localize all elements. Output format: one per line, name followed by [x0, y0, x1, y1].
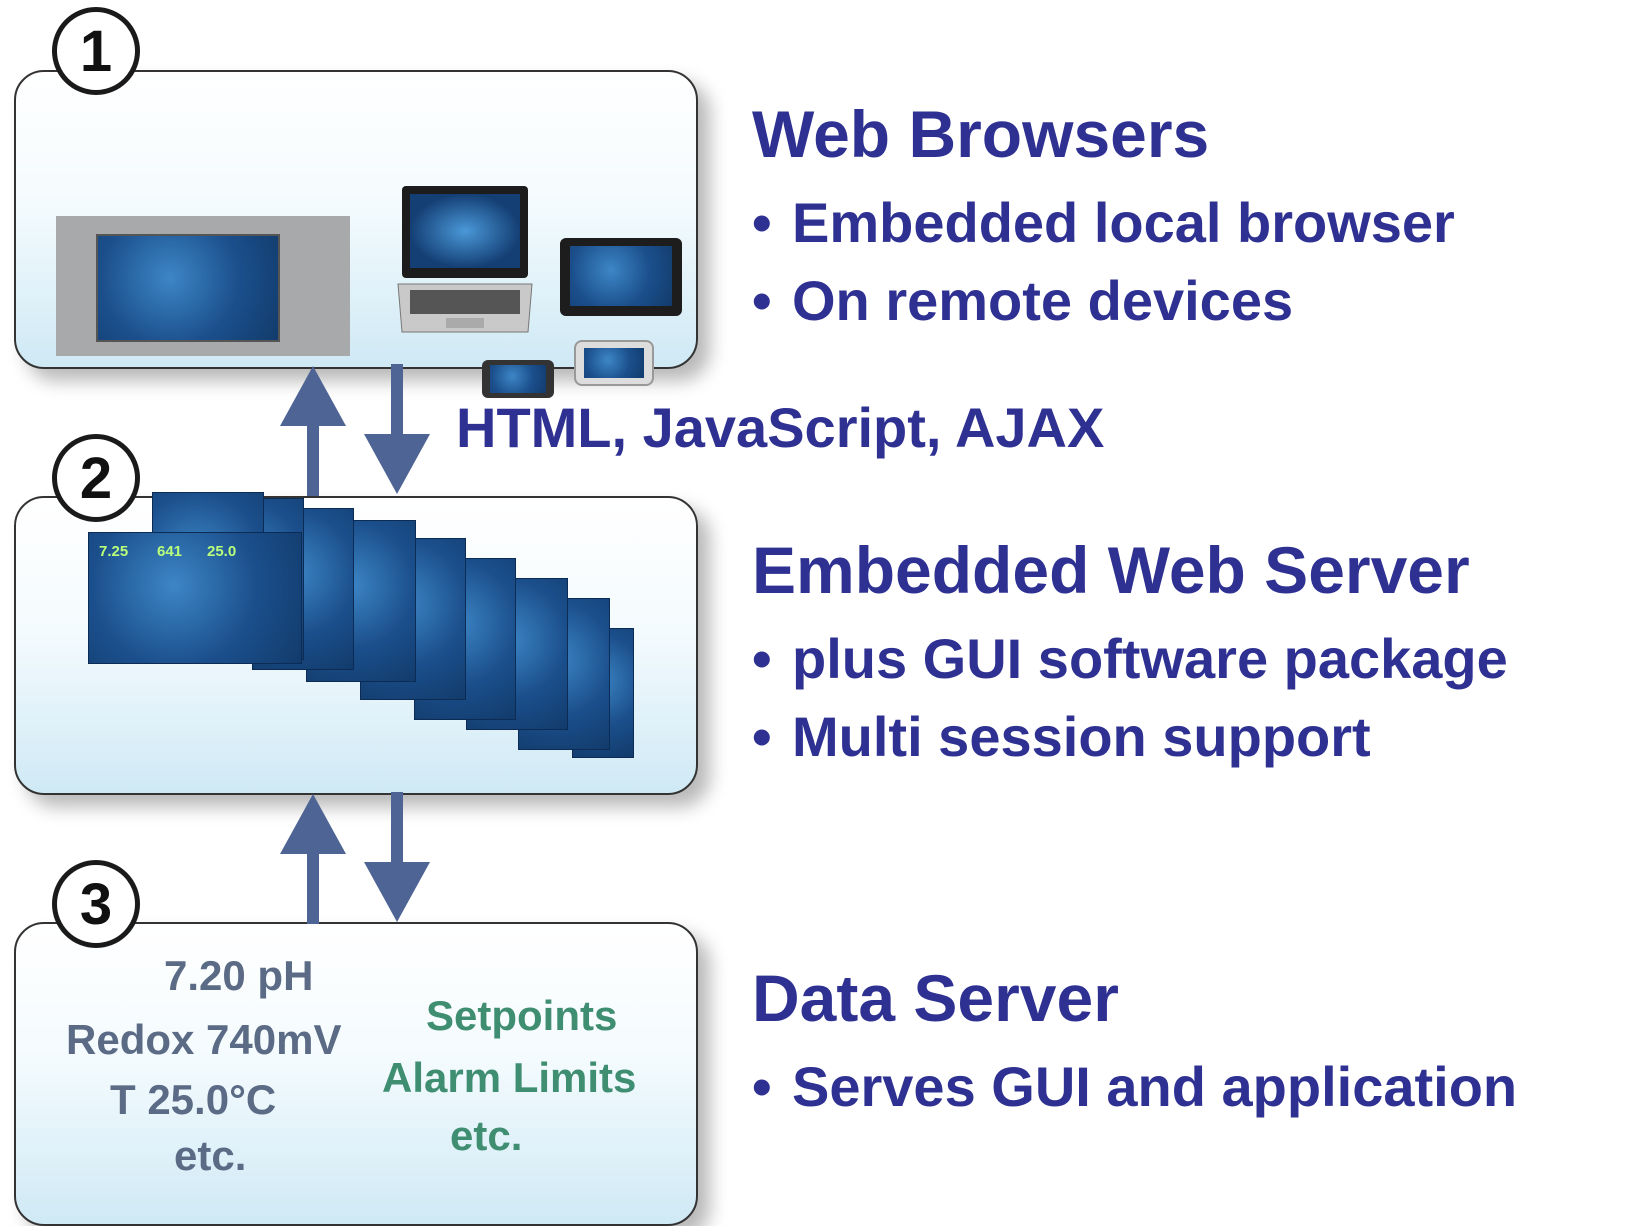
- redox-value: Redox 740mV: [66, 1016, 342, 1063]
- web-server-layer-box: 7.25 641 25.0: [14, 492, 698, 795]
- data-server-title: Data Server: [752, 961, 1119, 1035]
- down-arrow-icon: [364, 792, 430, 922]
- web-browsers-layer-box: [14, 70, 698, 398]
- temperature-reading: 25.0: [207, 543, 237, 560]
- smartphone-icon: [482, 360, 554, 398]
- web-server-bullet: •plus GUI software package: [752, 627, 1508, 690]
- redox-reading: 641: [157, 543, 183, 560]
- web-server-bullet: •Multi session support: [752, 705, 1371, 768]
- up-arrow-icon: [280, 794, 346, 924]
- step-1-marker: 1: [52, 7, 140, 95]
- step-2-marker: 2: [52, 434, 140, 522]
- up-arrow-icon: [280, 366, 346, 496]
- config-etc: etc.: [450, 1112, 523, 1159]
- web-browsers-title: Web Browsers: [752, 97, 1210, 171]
- down-arrow-icon: [364, 364, 430, 494]
- panel-screen: [96, 234, 280, 342]
- hmi-panel-icon: [56, 216, 350, 356]
- temperature-value: T 25.0°C: [110, 1076, 277, 1123]
- values-etc: etc.: [174, 1132, 247, 1179]
- web-browsers-bullet: •Embedded local browser: [752, 191, 1455, 254]
- alarm-limits-label: Alarm Limits: [382, 1054, 637, 1101]
- web-browsers-bullet: •On remote devices: [752, 269, 1294, 332]
- data-server-layer-box: 7.20 pH Redox 740mV T 25.0°C etc. Setpoi…: [14, 922, 698, 1226]
- step-3-marker: 3: [52, 860, 140, 948]
- protocol-label: HTML, JavaScript, AJAX: [456, 396, 1105, 459]
- tablet-icon: [560, 238, 682, 316]
- ph-reading: 7.25: [99, 543, 129, 560]
- ph-value: 7.20 pH: [164, 952, 314, 999]
- setpoints-label: Setpoints: [426, 992, 618, 1039]
- data-server-bullet: •Serves GUI and application: [752, 1055, 1518, 1118]
- main-gui-screen: 7.25 641 25.0: [88, 532, 302, 664]
- smartphone-icon: [574, 340, 654, 386]
- web-server-title: Embedded Web Server: [752, 533, 1470, 607]
- laptop-icon: [397, 186, 533, 333]
